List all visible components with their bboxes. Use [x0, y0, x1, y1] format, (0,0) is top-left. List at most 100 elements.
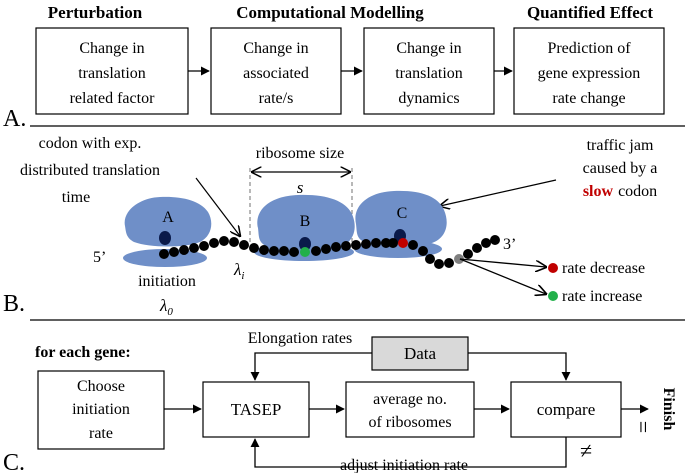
header-perturbation: Perturbation — [48, 3, 143, 22]
initiation-label: initiation — [138, 273, 196, 290]
rate-increase-arrow — [459, 258, 546, 294]
box1-line3: related factor — [70, 90, 156, 107]
codon — [159, 249, 169, 259]
ribosome-a-label: A — [162, 209, 174, 226]
traffic-note-arrow — [440, 179, 557, 206]
codon — [259, 245, 269, 255]
box-associated-rates — [210, 27, 342, 115]
tasep-box — [202, 381, 310, 438]
elongation-rates-label: Elongation rates — [248, 330, 352, 347]
codon-note-line2: distributed translation — [20, 162, 160, 179]
codon — [425, 254, 435, 264]
three-prime-label: 3’ — [503, 236, 516, 253]
codon-highlight — [454, 254, 464, 264]
lambda-0-symbol: λ — [159, 296, 167, 315]
ribosome-b-fast-codon — [300, 247, 310, 257]
codon — [179, 245, 189, 255]
codon — [381, 238, 391, 248]
codon — [472, 243, 482, 253]
box1-line1: Change in — [79, 40, 144, 57]
box2-line3: rate/s — [259, 90, 294, 107]
traffic-note-line2: caused by a — [583, 160, 658, 177]
rate-increase-dot — [548, 291, 558, 301]
box2-line2: associated — [243, 65, 309, 82]
codon — [199, 241, 209, 251]
tasep-label: TASEP — [231, 400, 282, 419]
choose-line3: rate — [89, 425, 113, 442]
codon — [219, 236, 229, 246]
panel-a-label: A. — [3, 106, 26, 132]
codon — [321, 244, 331, 254]
compare-label: compare — [537, 400, 596, 419]
choose-initiation-box — [37, 370, 165, 450]
data-label: Data — [404, 344, 437, 363]
traffic-note-line1: traffic jam — [587, 137, 654, 154]
header-effect: Quantified Effect — [527, 3, 653, 22]
ribosome-c-large-subunit — [355, 190, 447, 247]
codon — [289, 247, 299, 257]
lambda-i-symbol: λ — [233, 260, 241, 279]
ribosome-size-symbol: s — [297, 178, 304, 197]
data-to-tasep-arrow — [250, 352, 372, 381]
codon — [209, 238, 219, 248]
codon-word: codon — [618, 183, 657, 200]
codon — [249, 243, 259, 253]
ribosome-size-label: ribosome size — [256, 145, 344, 162]
rate-decrease-arrow — [459, 258, 546, 267]
codon — [418, 246, 428, 256]
mrna-codon-chain — [159, 235, 500, 269]
ribosome-b-label: B — [300, 213, 311, 230]
lambda-i: λi — [233, 260, 244, 282]
codon — [341, 241, 351, 251]
slow-word: slow — [583, 183, 614, 200]
box-translation-dynamics — [363, 27, 495, 115]
panel-b: codon with exp. distributed translation … — [3, 135, 657, 318]
average-ribosomes-box — [345, 381, 475, 438]
codon — [229, 237, 239, 247]
box3-line3: dynamics — [398, 90, 459, 107]
codon — [169, 247, 179, 257]
codon — [361, 239, 371, 249]
ribosome-c-slow-codon — [398, 238, 408, 248]
average-line2: of ribosomes — [368, 414, 451, 431]
ribosome-c-label: C — [397, 205, 408, 222]
adjust-loop-arrow — [250, 437, 567, 468]
codon — [311, 246, 321, 256]
for-each-gene-label: for each gene: — [35, 344, 131, 361]
box3-line1: Change in — [396, 40, 461, 57]
choose-line1: Choose — [77, 378, 125, 395]
codon — [481, 238, 491, 248]
codon — [239, 240, 249, 250]
ribosome-a-site — [159, 231, 171, 245]
ribosome-b-site — [299, 237, 311, 251]
rate-decrease-dot — [548, 263, 558, 273]
panel-b-label: B. — [3, 291, 25, 317]
codon — [279, 246, 289, 256]
box4-line1: Prediction of — [547, 40, 631, 57]
panel-a: Perturbation Computational Modelling Qua… — [3, 3, 665, 132]
panel-c-label: C. — [3, 450, 25, 473]
not-equal-sign: ≠ — [580, 438, 592, 463]
box4-line3: rate change — [552, 90, 625, 107]
lambda-i-subscript: i — [241, 270, 244, 282]
rate-decrease-label: rate decrease — [562, 260, 645, 277]
data-to-compare-arrow — [468, 352, 571, 381]
codon — [408, 240, 418, 250]
codon-note-line3: time — [62, 189, 90, 206]
codon — [189, 243, 199, 253]
panel-c: for each gene: Elongation rates Data Cho… — [3, 330, 677, 473]
codon — [331, 242, 341, 252]
box-prediction — [513, 27, 665, 115]
rate-increase-label: rate increase — [562, 288, 642, 305]
average-line1: average no. — [373, 391, 447, 408]
data-box — [371, 336, 469, 371]
adjust-label: adjust initiation rate — [340, 457, 468, 473]
ribosome-a-large-subunit — [124, 196, 212, 247]
codon — [371, 238, 381, 248]
codon — [269, 246, 279, 256]
box2-line1: Change in — [243, 40, 308, 57]
finish-label: Finish — [660, 388, 677, 431]
codon — [351, 240, 361, 250]
box-translation-factor — [35, 27, 189, 115]
